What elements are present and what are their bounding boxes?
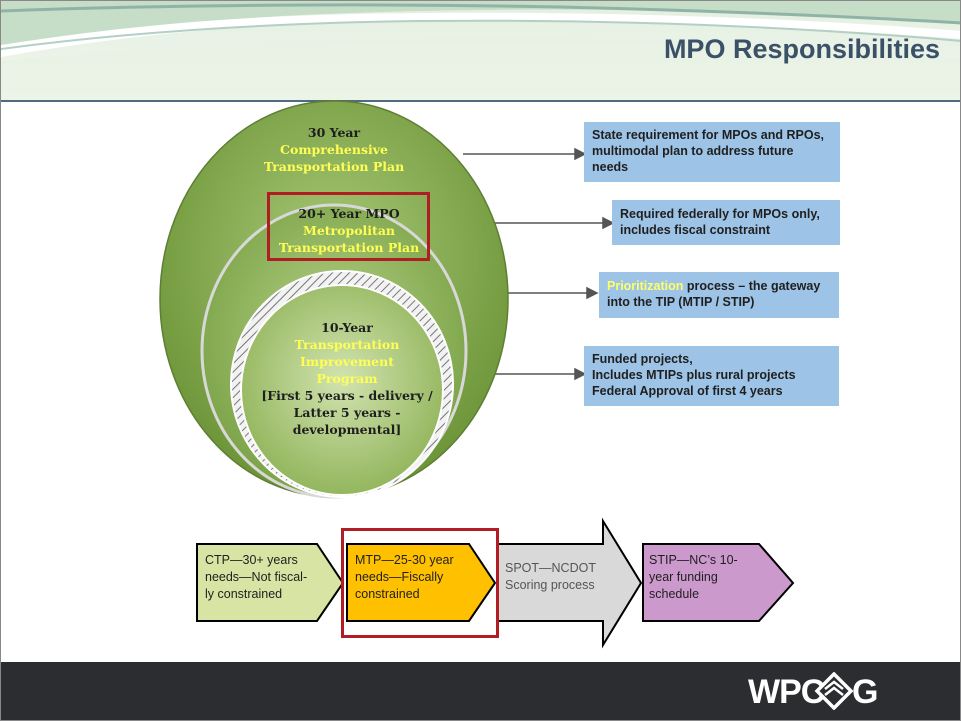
flow-mtp-line2: needs—Fiscally bbox=[355, 570, 444, 584]
outer-circle-label: 30 Year Comprehensive Transportation Pla… bbox=[254, 124, 414, 175]
flow-stip-line2: year funding bbox=[649, 570, 718, 584]
callout-tip: Funded projects, Includes MTIPs plus rur… bbox=[584, 346, 839, 406]
outer-line2: Comprehensive bbox=[280, 142, 388, 157]
inner-line2: Transportation bbox=[294, 337, 400, 352]
flow-ctp-line2: needs—Not fiscal- bbox=[205, 570, 308, 584]
inner-line1: 10-Year bbox=[321, 320, 373, 335]
callout-prioritization-rest: process – the gateway bbox=[683, 279, 821, 293]
inner-line3: Improvement bbox=[300, 354, 394, 369]
mtp-highlight-box bbox=[267, 192, 430, 261]
callout-tip-line2: Includes MTIPs plus rural projects bbox=[592, 368, 796, 382]
footer-bar bbox=[1, 662, 960, 720]
callout-prioritization: Prioritization process – the gateway int… bbox=[599, 272, 839, 318]
callout-mtp-line2: includes fiscal constraint bbox=[620, 223, 771, 237]
inner-line6: Latter 5 years - developmental] bbox=[292, 405, 402, 437]
svg-text:G: G bbox=[852, 673, 878, 710]
inner-circle bbox=[240, 284, 444, 496]
flow-shape-spot bbox=[497, 517, 643, 649]
outer-line3: Transportation Plan bbox=[263, 159, 405, 174]
middle-line1: 20+ Year MPO bbox=[298, 206, 400, 221]
callout-ctp-line3: needs bbox=[592, 160, 629, 174]
inner-line4: Program bbox=[316, 371, 378, 386]
flow-stip: STIP—NC’s 10- year funding schedule bbox=[649, 552, 738, 603]
outer-line1: 30 Year bbox=[307, 125, 361, 140]
callout-tip-line3: Federal Approval of first 4 years bbox=[592, 384, 783, 398]
callout-prioritization-line2: into the TIP (MTIP / STIP) bbox=[607, 295, 755, 309]
title-divider bbox=[1, 100, 960, 102]
flow-ctp-line1: CTP—30+ years bbox=[205, 553, 298, 567]
process-flow bbox=[196, 517, 795, 649]
flow-spot-line2: Scoring process bbox=[505, 578, 595, 592]
callout-ctp-line1: State requirement for MPOs and RPOs, bbox=[592, 128, 824, 142]
inner-circle-label: 10-Year Transportation Improvement Progr… bbox=[247, 319, 447, 438]
middle-circle-label: 20+ Year MPO Metropolitan Transportation… bbox=[269, 205, 429, 256]
flow-spot: SPOT—NCDOT Scoring process bbox=[505, 560, 596, 594]
mtp-flow-highlight bbox=[341, 528, 499, 638]
flow-shape-ctp bbox=[196, 543, 345, 622]
plans-circle-diagram bbox=[159, 100, 615, 499]
callout-mtp: Required federally for MPOs only, includ… bbox=[612, 200, 840, 245]
page-title: MPO Responsibilities bbox=[663, 34, 940, 64]
flow-ctp: CTP—30+ years needs—Not fiscal- ly const… bbox=[205, 552, 307, 603]
flow-stip-line1: STIP—NC’s 10- bbox=[649, 553, 738, 567]
flow-ctp-line3: ly constrained bbox=[205, 587, 283, 601]
flow-spot-line1: SPOT—NCDOT bbox=[505, 561, 596, 575]
flow-mtp-line1: MTP—25-30 year bbox=[355, 553, 454, 567]
callout-ctp: State requirement for MPOs and RPOs, mul… bbox=[584, 122, 840, 182]
callout-mtp-line1: Required federally for MPOs only, bbox=[620, 207, 820, 221]
flow-stip-line3: schedule bbox=[649, 587, 700, 601]
middle-line3: Transportation Plan bbox=[278, 240, 420, 255]
flow-mtp: MTP—25-30 year needs—Fiscally constraine… bbox=[355, 552, 454, 603]
svg-text:WPC: WPC bbox=[748, 673, 825, 710]
callout-ctp-line2: multimodal plan to address future bbox=[592, 144, 794, 158]
flow-shape-mtp bbox=[346, 543, 497, 622]
header-swoosh bbox=[1, 1, 960, 101]
callout-tip-line1: Funded projects, bbox=[592, 352, 693, 366]
flow-shape-stip bbox=[642, 543, 795, 622]
prioritization-highlight: Prioritization bbox=[607, 279, 684, 293]
flow-mtp-line3: constrained bbox=[355, 587, 420, 601]
inner-line5: [First 5 years - delivery / bbox=[261, 388, 433, 403]
middle-line2: Metropolitan bbox=[302, 223, 396, 238]
wpcog-logo: WPC G bbox=[748, 672, 878, 710]
